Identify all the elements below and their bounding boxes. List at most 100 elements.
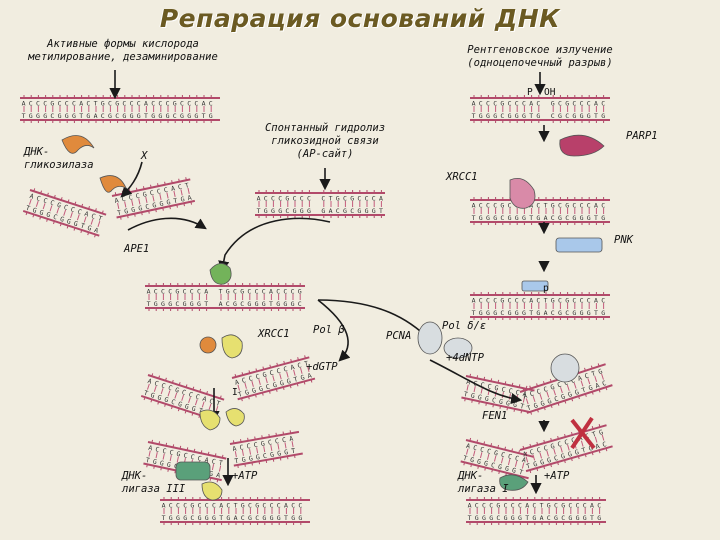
- svg-text:C: C: [486, 100, 490, 108]
- svg-text:C: C: [472, 444, 478, 453]
- svg-text:A: A: [289, 435, 294, 444]
- dgtp-label: +dGTP: [306, 361, 338, 373]
- svg-text:G: G: [233, 300, 237, 308]
- svg-text:G: G: [272, 381, 278, 390]
- svg-text:G: G: [241, 456, 246, 465]
- svg-text:T: T: [293, 375, 299, 384]
- svg-text:G: G: [486, 214, 490, 222]
- svg-text:C: C: [504, 502, 508, 510]
- svg-text:T: T: [284, 514, 288, 522]
- svg-text:G: G: [43, 112, 47, 120]
- svg-text:C: C: [486, 447, 492, 456]
- svg-text:G: G: [583, 514, 587, 522]
- svg-text:T: T: [80, 222, 86, 231]
- ligase3-icon: [175, 461, 211, 481]
- svg-text:A: A: [594, 381, 600, 390]
- svg-text:C: C: [277, 502, 281, 510]
- svg-text:G: G: [174, 386, 180, 395]
- svg-text:C: C: [176, 502, 180, 510]
- svg-text:C: C: [508, 387, 514, 396]
- svg-text:G: G: [522, 214, 526, 222]
- svg-text:G: G: [168, 300, 172, 308]
- svg-text:T: T: [202, 112, 206, 120]
- svg-text:T: T: [529, 309, 533, 317]
- svg-text:G: G: [177, 400, 183, 409]
- svg-text:G: G: [255, 502, 259, 510]
- svg-text:G: G: [515, 112, 519, 120]
- svg-text:G: G: [505, 399, 511, 408]
- arrow-left-to-merge: [127, 217, 207, 231]
- svg-text:C: C: [262, 502, 266, 510]
- svg-text:G: G: [159, 459, 165, 468]
- svg-text:C: C: [226, 300, 230, 308]
- svg-text:T: T: [525, 462, 531, 471]
- svg-text:G: G: [587, 384, 593, 393]
- svg-text:G: G: [551, 100, 555, 108]
- svg-text:G: G: [283, 300, 287, 308]
- svg-text:C: C: [248, 502, 252, 510]
- svg-text:G: G: [508, 309, 512, 317]
- svg-text:G: G: [264, 207, 268, 215]
- svg-text:T: T: [144, 112, 148, 120]
- svg-text:A: A: [472, 202, 476, 210]
- svg-text:C: C: [500, 309, 504, 317]
- svg-text:C: C: [42, 196, 48, 205]
- svg-text:C: C: [271, 195, 275, 203]
- svg-text:T: T: [116, 209, 122, 218]
- svg-text:C: C: [365, 195, 369, 203]
- svg-text:A: A: [594, 297, 598, 305]
- svg-text:T: T: [540, 502, 544, 510]
- svg-text:T: T: [303, 359, 309, 368]
- svg-text:A: A: [522, 450, 528, 459]
- svg-text:A: A: [529, 297, 533, 305]
- svg-text:C: C: [269, 369, 275, 378]
- svg-text:G: G: [498, 398, 504, 407]
- dna-strand-initial-left: ATCGCGCGGCCGCGCGATCGTAGCCGGCCGCGCGATCGCG…: [20, 95, 220, 123]
- svg-text:G: G: [176, 514, 180, 522]
- svg-text:T: T: [147, 300, 151, 308]
- svg-text:C: C: [190, 514, 194, 522]
- svg-text:C: C: [297, 361, 303, 370]
- svg-text:C: C: [58, 100, 62, 108]
- svg-text:G: G: [493, 214, 497, 222]
- svg-text:G: G: [504, 464, 510, 473]
- svg-text:C: C: [543, 444, 549, 453]
- svg-text:C: C: [583, 502, 587, 510]
- ligase3-label-line1: ДНК-: [122, 470, 148, 482]
- svg-text:C: C: [226, 502, 230, 510]
- svg-text:G: G: [598, 428, 604, 437]
- svg-text:G: G: [286, 377, 292, 386]
- svg-text:C: C: [557, 440, 563, 449]
- svg-text:G: G: [365, 207, 369, 215]
- svg-text:C: C: [576, 502, 580, 510]
- svg-text:G: G: [166, 198, 172, 207]
- svg-text:T: T: [529, 214, 533, 222]
- svg-text:C: C: [276, 367, 282, 376]
- svg-text:T: T: [519, 402, 525, 411]
- svg-text:C: C: [491, 396, 497, 405]
- svg-text:C: C: [149, 189, 155, 198]
- svg-text:T: T: [594, 214, 598, 222]
- svg-text:C: C: [198, 502, 202, 510]
- svg-text:G: G: [291, 514, 295, 522]
- svg-text:C: C: [145, 203, 151, 212]
- svg-text:C: C: [551, 112, 555, 120]
- svg-text:C: C: [211, 457, 217, 466]
- svg-text:T: T: [237, 390, 243, 399]
- xrcc1-right-icon: [509, 177, 536, 209]
- svg-text:G: G: [477, 393, 483, 402]
- svg-text:G: G: [50, 100, 54, 108]
- svg-text:C: C: [547, 514, 551, 522]
- svg-text:G: G: [500, 297, 504, 305]
- svg-text:C: C: [543, 385, 549, 394]
- glycosylase-label: ДНК- гликозилаза: [24, 146, 94, 172]
- svg-text:C: C: [554, 502, 558, 510]
- svg-text:G: G: [567, 390, 573, 399]
- svg-text:G: G: [152, 201, 158, 210]
